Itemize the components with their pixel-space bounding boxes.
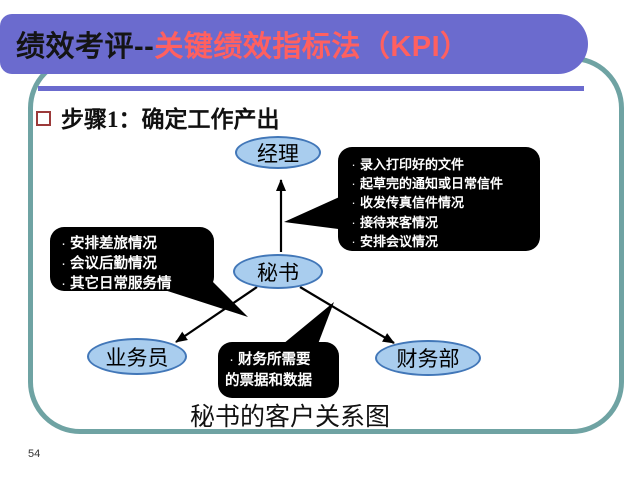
dot-bullet-icon: · <box>351 195 356 211</box>
callout-finance-needs: · 财务所需要 的票据和数据 <box>218 342 339 398</box>
callout-item-label: 起草完的通知或日常信件 <box>360 176 504 192</box>
callout-item-label: 的票据和数据 <box>225 373 312 389</box>
callout-item-label: 其它日常服务情 <box>70 276 172 292</box>
callout-item: · 收发传真信件情况 <box>347 193 534 212</box>
dot-bullet-icon: · <box>229 352 234 368</box>
callout-item: · 安排会议情况 <box>347 232 534 251</box>
callout-item-label: 会议后勤情况 <box>70 256 157 272</box>
dot-bullet-icon: · <box>61 256 66 272</box>
callout-secretary-services: · 安排差旅情况 · 会议后勤情况 · 其它日常服务情 <box>50 227 214 294</box>
diagram-caption: 秘书的客户关系图 <box>189 404 390 431</box>
node-finance: 财务部 <box>375 340 481 376</box>
callout-item-label: 财务所需要 <box>238 352 311 368</box>
callout-item: · 安排差旅情况 <box>57 234 209 254</box>
arrow-secretary-to-finance <box>299 286 395 344</box>
callout-item: · 财务所需要 <box>225 350 334 371</box>
node-manager-label: 经理 <box>257 141 299 166</box>
callout-secretary-to-manager-outputs: · 录入打印好的文件 · 起草完的通知或日常信件 · 收发传真信件情况 · 接待… <box>338 147 540 251</box>
step-heading-label: 步骤1：确定工作产出 <box>61 107 280 132</box>
callout-item-label: 收发传真信件情况 <box>360 195 465 211</box>
dot-bullet-icon: · <box>351 176 356 192</box>
callout-item-label: 接待来客情况 <box>360 214 439 230</box>
node-secretary: 秘书 <box>233 254 323 289</box>
callout-item: · 其它日常服务情 <box>57 274 209 294</box>
title-underline <box>38 86 584 91</box>
dot-bullet-icon: · <box>61 236 66 252</box>
callout-item-label: 录入打印好的文件 <box>360 157 465 172</box>
node-finance-label: 财务部 <box>396 347 460 371</box>
arrow-secretary-to-salesman <box>175 286 258 343</box>
dot-bullet-icon: · <box>61 276 66 292</box>
callout-right-tail <box>284 194 346 230</box>
dot-bullet-icon: · <box>351 157 356 172</box>
step-heading: 步骤1：确定工作产出 <box>36 100 280 134</box>
square-bullet-icon <box>36 111 51 126</box>
page-number: 54 <box>28 448 41 460</box>
dot-bullet-icon: · <box>351 233 356 249</box>
slide-title-prefix: 绩效考评-- <box>16 31 155 63</box>
node-salesman-label: 业务员 <box>105 345 169 370</box>
callout-item: 的票据和数据 <box>225 371 334 392</box>
node-manager: 经理 <box>235 136 321 169</box>
callout-item: · 录入打印好的文件 <box>347 155 534 174</box>
callout-item-label: 安排会议情况 <box>360 233 439 249</box>
slide-title-bar: 绩效考评--关键绩效指标法（KPI） <box>0 14 588 74</box>
dot-bullet-icon: · <box>351 214 356 230</box>
callout-item: · 会议后勤情况 <box>57 254 209 274</box>
node-secretary-label: 秘书 <box>257 260 299 285</box>
callout-item: · 接待来客情况 <box>347 213 534 232</box>
node-salesman: 业务员 <box>87 338 187 375</box>
callout-bottom-tail <box>283 302 334 344</box>
callout-item: · 起草完的通知或日常信件 <box>347 174 534 193</box>
callout-item-label: 安排差旅情况 <box>70 236 157 252</box>
slide-title-highlight: 关键绩效指标法（KPI） <box>154 31 470 63</box>
